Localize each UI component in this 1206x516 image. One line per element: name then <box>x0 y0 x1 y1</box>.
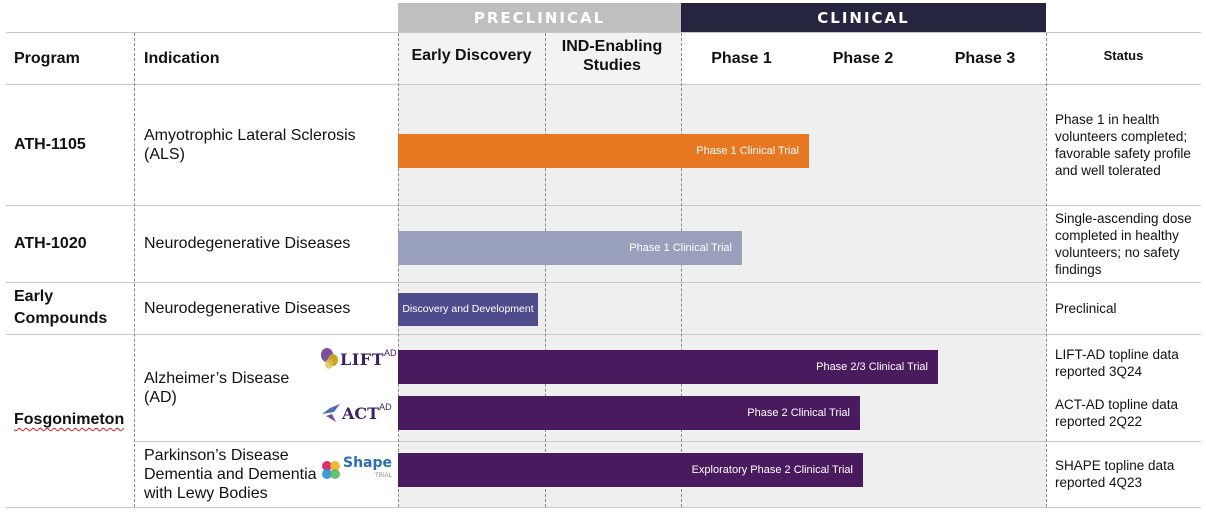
program-ath-1020: ATH-1020 <box>14 234 87 252</box>
progress-bar-ath-1105: Phase 1 Clinical Trial <box>398 134 809 168</box>
lift-ad-logo-text: LIFT <box>340 349 384 369</box>
header-ind-enabling: IND-Enabling Studies <box>561 37 663 74</box>
program-fosgonimeton: Fosgonimeton <box>14 411 125 428</box>
row-divider <box>6 507 1201 508</box>
progress-bar-act-ad: Phase 2 Clinical Trial <box>398 396 860 430</box>
clinical-band: CLINICAL <box>681 3 1046 32</box>
progress-bar-early-compounds: Discovery and Development <box>398 293 538 326</box>
header-phase-2: Phase 2 <box>832 50 894 67</box>
progress-bar-ath-1020: Phase 1 Clinical Trial <box>398 231 742 265</box>
program-ath-1105: ATH-1105 <box>14 135 86 153</box>
row-divider <box>135 441 1201 442</box>
header-status: Status <box>1103 48 1144 63</box>
row-divider <box>6 32 1201 33</box>
indication-alzheimers: Alzheimer’s Disease (AD) <box>144 370 290 406</box>
column-divider <box>134 33 135 507</box>
row-divider <box>6 282 1201 283</box>
header-early-discovery: Early Discovery <box>411 47 532 64</box>
status-lift-ad: LIFT-AD topline data reported 3Q24 <box>1055 347 1179 379</box>
act-ad-logo-sup: AD <box>379 402 392 412</box>
status-ath-1105: Phase 1 in health volunteers completed; … <box>1055 111 1191 178</box>
status-early-compounds: Preclinical <box>1055 300 1117 316</box>
status-act-ad: ACT-AD topline data reported 2Q22 <box>1055 397 1179 429</box>
shape-logo: Shape TRIAL <box>319 455 392 485</box>
lift-ad-logo-icon <box>321 348 338 369</box>
lift-ad-logo-sup: AD <box>384 348 397 358</box>
shape-logo-text: Shape <box>343 455 393 471</box>
progress-bar-lift-ad: Phase 2/3 Clinical Trial <box>398 350 938 384</box>
indication-neurodegenerative-early: Neurodegenerative Diseases <box>144 299 351 317</box>
act-ad-logo-icon <box>322 404 340 422</box>
indication-als: Amyotrophic Lateral Sclerosis (ALS) <box>144 126 356 163</box>
lift-ad-logo: LIFT AD <box>320 346 397 372</box>
column-divider <box>398 33 399 507</box>
act-ad-logo: ACT AD <box>320 400 392 426</box>
program-early-compounds: Early Compounds <box>14 288 108 327</box>
preclinical-band: PRECLINICAL <box>398 3 681 32</box>
column-divider <box>1046 33 1047 507</box>
row-divider <box>6 205 1201 206</box>
column-divider <box>545 33 546 507</box>
indication-neurodegenerative: Neurodegenerative Diseases <box>144 235 351 252</box>
indication-parkinsons: Parkinson’s Disease Dementia and Dementi… <box>144 446 317 502</box>
status-ath-1020: Single-ascending dose completed in healt… <box>1055 210 1192 277</box>
header-indication: Indication <box>144 49 220 67</box>
act-ad-logo-text: ACT <box>342 403 380 423</box>
header-program: Program <box>14 49 80 67</box>
row-divider <box>6 334 1201 335</box>
header-phase-1: Phase 1 <box>711 50 772 67</box>
header-phase-3: Phase 3 <box>954 50 1016 67</box>
shape-logo-sub: TRIAL <box>375 473 393 479</box>
shape-logo-icon <box>322 461 340 479</box>
status-shape: SHAPE topline data reported 4Q23 <box>1055 458 1175 490</box>
column-divider <box>681 33 682 507</box>
progress-bar-shape: Exploratory Phase 2 Clinical Trial <box>398 453 863 487</box>
row-divider <box>6 84 1201 85</box>
header-shade-preclinical <box>398 33 681 84</box>
